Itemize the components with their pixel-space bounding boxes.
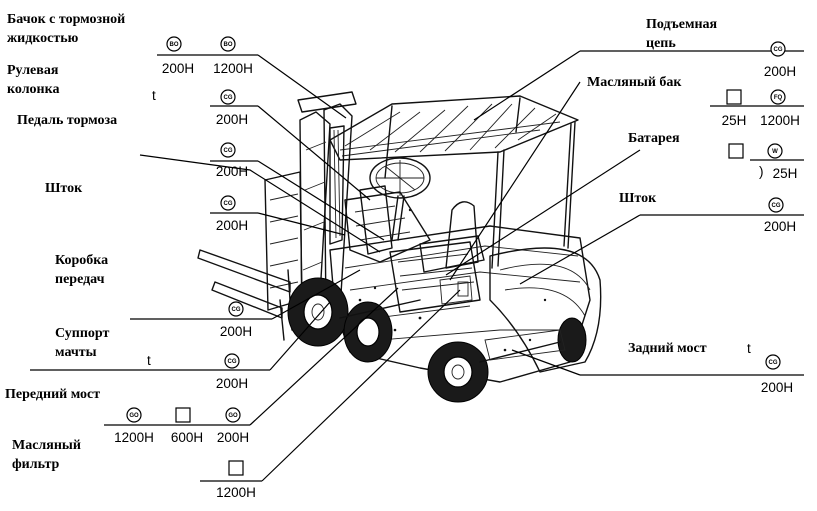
interval-value: 200H [217,430,249,445]
label-line: Рулевая [7,63,59,78]
label-line: цепь [646,36,676,51]
interval-value: 1200H [216,485,256,500]
lubricant-cg-icon [770,41,786,57]
label-line: передач [55,272,105,287]
paren-fragment: ) [759,164,764,179]
label-line: Масляный [12,438,81,453]
lubricant-code: CG [224,148,233,154]
interval-value: 200H [220,324,252,339]
label-line: Суппорт [55,326,109,341]
label-battery: Батарея [628,131,680,146]
lubricant-go-icon [126,407,142,423]
label-line: Подъемная [646,17,718,32]
arrow-fragment: t [747,341,751,356]
label-rear-axle: Задний мост [628,341,707,356]
lubricant-code: CG [224,201,233,207]
label-line: Коробка [55,253,108,268]
label-brake-fluid-tank: Бачок с тормозной жидкостью [7,12,129,46]
leader-lines [30,50,804,482]
lubricant-code: CG [224,95,233,101]
interval-value: 1200H [114,430,154,445]
interval-value: 200H [764,64,796,79]
lubricant-cg-icon [765,354,781,370]
arrow-fragment: t [152,88,156,103]
lubricant-go-icon [225,407,241,423]
lubricant-cg-icon [220,195,236,211]
lubricant-code: GO [129,413,139,419]
lubricant-code: CG [769,360,778,366]
label-front-axle: Передний мост [5,387,100,402]
lubricant-code: CG [772,203,781,209]
callout-labels: Бачок с тормозной жидкостью Рулевая коло… [5,12,721,472]
maintenance-intervals: BO BO 200H 1200H CG 200H CG 200H CG 200H CG 200H CG 2… [114,36,800,500]
lubricant-w-icon [767,143,783,159]
lubricant-bo-icon [166,36,182,52]
lubricant-cg-icon [220,89,236,105]
label-line: Бачок с тормозной [7,12,125,27]
label-line: жидкостью [7,31,79,46]
label-steering-column: Рулевая колонка [7,63,62,97]
lubricant-cg-icon [228,301,244,317]
interval-value: 1200H [760,113,800,128]
label-rod-left: Шток [45,181,83,196]
label-line: мачты [55,345,97,360]
interval-value: 600H [171,430,203,445]
inspection-square-icon [726,89,742,105]
interval-value: 200H [216,218,248,233]
inspection-square-icon [728,143,744,159]
lubricant-code: CG [228,359,237,365]
lubricant-code: GO [228,413,238,419]
label-mast-support: Суппорт мачты [55,326,113,360]
interval-value: 200H [216,376,248,391]
arrow-fragment: t [147,353,151,368]
interval-value: 200H [761,380,793,395]
label-line: фильтр [12,457,60,472]
inspection-square-icon [175,407,191,423]
lubricant-fq-icon [770,89,786,105]
forklift-illustration [197,91,602,403]
lubricant-code: CG [774,47,783,53]
label-gearbox: Коробка передач [55,253,112,287]
label-line: колонка [7,82,59,97]
label-lift-chain: Подъемная цепь [646,17,721,51]
interval-value: 200H [216,112,248,127]
label-rod-right: Шток [619,191,657,206]
label-brake-pedal: Педаль тормоза [17,113,117,128]
lubricant-code: W [772,149,778,155]
lubricant-code: CG [232,307,241,313]
lubricant-code: BO [224,42,233,48]
interval-value: 25H [722,113,747,128]
lubricant-bo-icon [220,36,236,52]
label-oil-filter: Масляный фильтр [12,438,84,472]
inspection-square-icon [228,460,244,476]
label-oil-tank: Масляный бак [587,75,682,90]
lubricant-cg-icon [220,142,236,158]
lubricant-cg-icon [224,353,240,369]
interval-value: 200H [764,219,796,234]
lubricant-code: FQ [774,95,783,101]
interval-value: 25H [773,166,798,181]
lubricant-cg-icon [768,197,784,213]
interval-value: 1200H [213,61,253,76]
lubricant-code: BO [170,42,179,48]
interval-value: 200H [162,61,194,76]
interval-value: 200H [216,164,248,179]
